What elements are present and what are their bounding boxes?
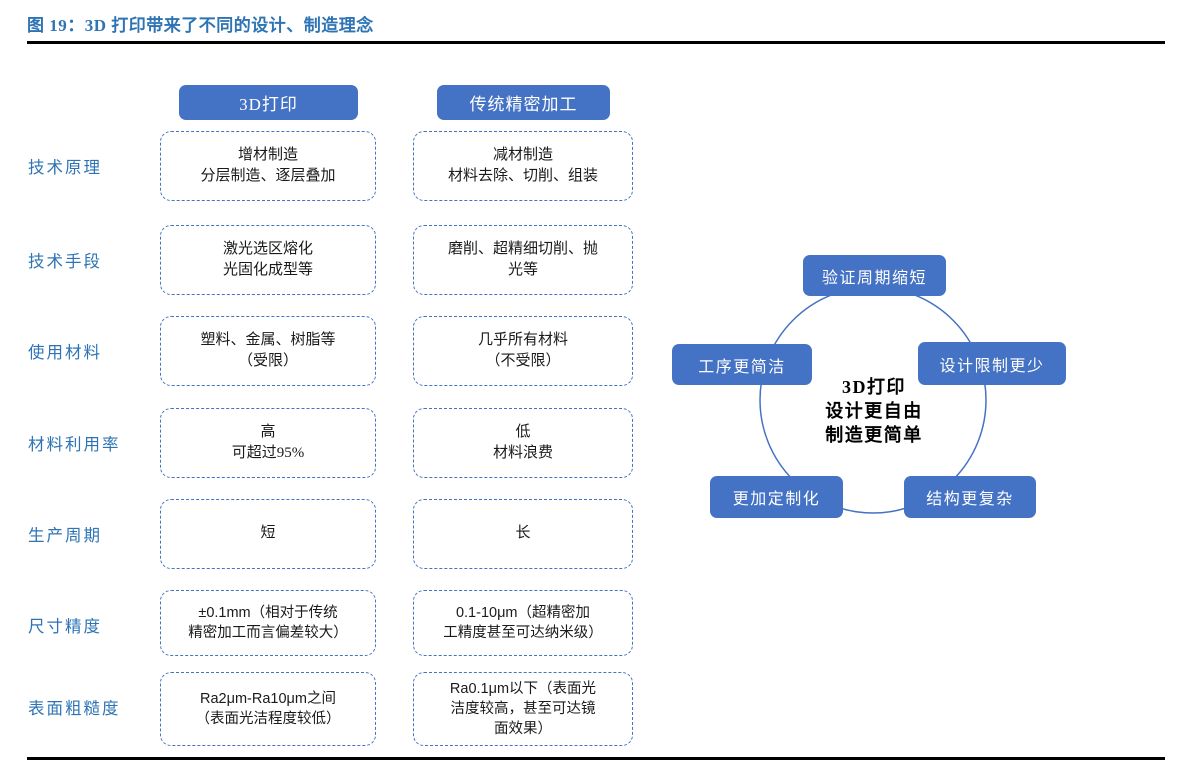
cell-r4-c0: 短 — [160, 499, 376, 569]
cell-r1-c1: 磨削、超精细切削、抛 光等 — [413, 225, 633, 295]
cycle-node-fewer-design-limits[interactable]: 设计限制更少 — [918, 342, 1066, 385]
cell-r4-c1: 长 — [413, 499, 633, 569]
figure-divider-bottom — [27, 757, 1165, 760]
cell-r1-c0: 激光选区熔化 光固化成型等 — [160, 225, 376, 295]
cycle-center-label: 3D打印 设计更自由 制造更简单 — [825, 377, 923, 445]
row-label-technology-method: 技术手段 — [28, 252, 102, 271]
cell-r5-c0: ±0.1mm（相对于传统 精密加工而言偏差较大） — [160, 590, 376, 656]
cell-r3-c1: 低 材料浪费 — [413, 408, 633, 478]
cell-r6-c1: Ra0.1μm以下（表面光 洁度较高，甚至可达镜 面效果） — [413, 672, 633, 746]
cell-r2-c1: 几乎所有材料 （不受限） — [413, 316, 633, 386]
benefits-cycle-diagram: 验证周期缩短 设计限制更少 结构更复杂 更加定制化 工序更简洁 3D打印 设计更… — [655, 235, 1105, 575]
row-label-material-utilization: 材料利用率 — [28, 435, 121, 454]
row-label-production-cycle: 生产周期 — [28, 526, 102, 545]
comparison-table: 3D打印 传统精密加工 技术原理 增材制造 分层制造、逐层叠加 减材制造 材料去… — [28, 85, 633, 746]
cell-r3-c0: 高 可超过95% — [160, 408, 376, 478]
cell-r5-c1: 0.1-10μm（超精密加 工精度甚至可达纳米级） — [413, 590, 633, 656]
cycle-node-verification-cycle-shortened[interactable]: 验证周期缩短 — [803, 255, 946, 296]
column-header-3d-printing: 3D打印 — [179, 85, 358, 120]
row-label-technology-principle: 技术原理 — [28, 158, 102, 177]
cell-r2-c0: 塑料、金属、树脂等 （受限） — [160, 316, 376, 386]
cell-r0-c0: 增材制造 分层制造、逐层叠加 — [160, 131, 376, 201]
cycle-node-more-complex-structures[interactable]: 结构更复杂 — [904, 476, 1036, 518]
column-header-traditional-machining: 传统精密加工 — [437, 85, 610, 120]
title-divider-top — [27, 41, 1165, 44]
page-title: 图 19：3D 打印带来了不同的设计、制造理念 — [27, 16, 374, 35]
row-label-materials-used: 使用材料 — [28, 343, 102, 362]
cycle-node-more-customization[interactable]: 更加定制化 — [710, 476, 843, 518]
cycle-node-simpler-process[interactable]: 工序更简洁 — [672, 344, 812, 385]
row-label-surface-roughness: 表面粗糙度 — [28, 699, 121, 718]
row-label-dimensional-accuracy: 尺寸精度 — [28, 617, 102, 636]
cell-r0-c1: 减材制造 材料去除、切削、组装 — [413, 131, 633, 201]
cell-r6-c0: Ra2μm-Ra10μm之间 （表面光洁程度较低） — [160, 672, 376, 746]
